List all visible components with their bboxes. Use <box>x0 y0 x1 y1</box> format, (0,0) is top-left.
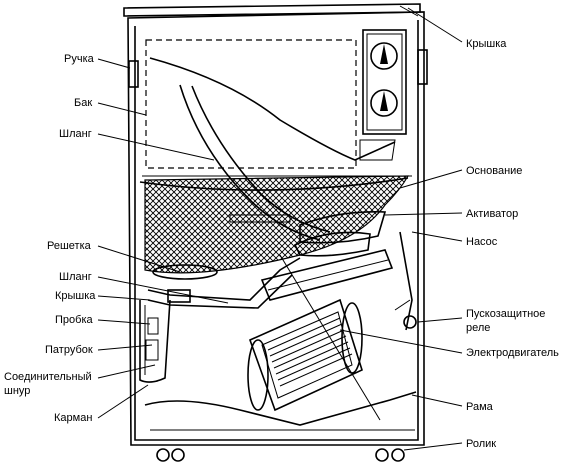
label-hose-lower: Шланг <box>59 271 92 283</box>
label-plug: Пробка <box>55 314 93 326</box>
leader-lines <box>97 7 463 451</box>
label-lid-small: Крышка <box>55 290 96 302</box>
label-relay-line1: Пускозащитное <box>466 308 545 320</box>
drum-with-water <box>139 175 410 274</box>
label-relay-line2: реле <box>466 322 490 334</box>
belt-pulley <box>260 249 394 421</box>
activator <box>229 210 387 244</box>
label-frame: Рама <box>466 401 494 413</box>
label-hose-upper: Шланг <box>59 128 92 140</box>
top-lid <box>123 3 421 17</box>
program-knob-icon <box>370 89 398 117</box>
label-grille: Решетка <box>47 240 92 252</box>
label-pocket: Карман <box>54 412 92 424</box>
label-motor: Электродвигатель <box>466 347 559 359</box>
left-handle <box>128 60 139 88</box>
label-base: Основание <box>466 165 522 177</box>
grille <box>152 264 218 280</box>
upper-hose <box>149 57 396 241</box>
label-nozzle: Патрубок <box>45 344 93 356</box>
relay <box>394 231 417 331</box>
frame <box>144 391 417 431</box>
label-pump: Насос <box>466 236 498 248</box>
roller-icon <box>391 448 405 462</box>
side-pocket <box>139 299 171 383</box>
label-tank: Бак <box>74 97 92 109</box>
control-panel <box>362 29 407 135</box>
label-lid-top: Крышка <box>466 38 507 50</box>
right-handle <box>417 49 428 85</box>
roller-icon <box>156 448 170 462</box>
pump <box>293 231 371 257</box>
timer-knob-icon <box>370 42 398 70</box>
label-activator: Активатор <box>466 208 518 220</box>
label-roller: Ролик <box>466 438 496 450</box>
labels: Крышка Ручка Бак Шланг Основание Активат… <box>4 38 559 450</box>
tank-outline <box>142 39 412 177</box>
rollers <box>156 448 405 462</box>
electric-motor <box>247 298 363 412</box>
roller-icon <box>171 448 185 462</box>
label-handle: Ручка <box>64 53 95 65</box>
label-cord-line2: шнур <box>4 385 30 397</box>
roller-icon <box>375 448 389 462</box>
label-cord-line1: Соединительный <box>4 371 92 383</box>
